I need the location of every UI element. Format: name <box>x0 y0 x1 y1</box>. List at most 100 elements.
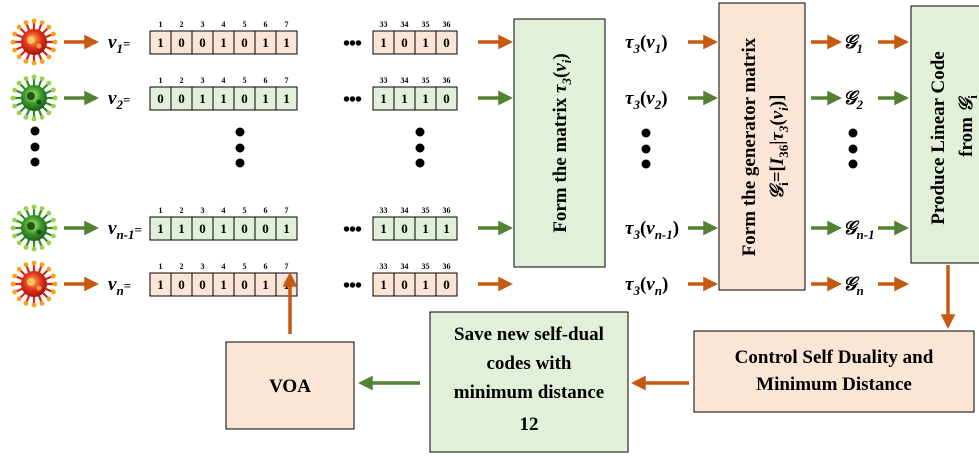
save-line-3: minimum distance <box>454 382 604 403</box>
voa-box: VOA <box>225 341 355 430</box>
bit-value: 1 <box>157 35 164 50</box>
bit-index: 7 <box>285 262 289 271</box>
tau-label: τ3(v2) <box>625 88 668 112</box>
bit-index: 35 <box>422 20 430 29</box>
generator-label: 𝒢1 <box>843 32 863 56</box>
voa-label: VOA <box>269 376 311 397</box>
generator-label: 𝒢2 <box>843 88 864 112</box>
bit-value: 0 <box>178 91 185 106</box>
bit-value: 1 <box>157 221 164 236</box>
bit-value: 0 <box>199 277 206 292</box>
bit-value: 0 <box>241 277 248 292</box>
bit-index: 34 <box>401 206 409 215</box>
bit-index: 36 <box>443 262 451 271</box>
save-box: Save new self-dual codes with minimum di… <box>429 311 629 453</box>
bit-value: 0 <box>241 91 248 106</box>
generator-title: Form the generator matrix <box>739 37 760 256</box>
bit-index: 34 <box>401 76 409 85</box>
bit-value: 1 <box>380 35 387 50</box>
generator-matrix-box: Form the generator matrix 𝒢i=[I36|τ3(vi)… <box>718 2 806 291</box>
bit-index: 2 <box>180 76 184 85</box>
bit-value: 0 <box>199 35 206 50</box>
save-line-4: 12 <box>520 414 539 435</box>
linear-code-source: from 𝒢i <box>956 95 979 157</box>
bit-index: 34 <box>401 20 409 29</box>
bit-index: 6 <box>264 20 268 29</box>
bit-value: 1 <box>380 221 387 236</box>
bit-value: 0 <box>199 221 206 236</box>
vertical-ellipses <box>30 126 858 169</box>
bit-value: 1 <box>380 91 387 106</box>
bit-cell <box>435 30 458 55</box>
generator-formula: 𝒢i=[I36|τ3(vi)] <box>767 95 791 200</box>
bit-index: 35 <box>422 262 430 271</box>
bit-index: 33 <box>380 262 388 271</box>
ellipsis-left-bits <box>235 127 245 168</box>
red-virus-icon <box>10 260 58 308</box>
bit-value: 1 <box>220 221 227 236</box>
bit-value: 1 <box>199 91 206 106</box>
bit-value: 1 <box>157 277 164 292</box>
bit-value: 1 <box>283 221 290 236</box>
ellipsis-right-bits <box>415 127 425 168</box>
virus-icons <box>10 18 58 308</box>
row-label: v2= <box>108 88 130 112</box>
form-matrix-label: Form the matrix τ3(vi) <box>550 53 574 232</box>
bit-value: 1 <box>422 91 429 106</box>
bit-index: 1 <box>159 262 163 271</box>
control-line-1: Control Self Duality and <box>735 347 934 368</box>
bit-value: 1 <box>443 221 450 236</box>
bit-value: 1 <box>422 221 429 236</box>
tau-label: τ3(vn) <box>625 274 668 298</box>
bit-index: 5 <box>243 206 247 215</box>
ellipsis-tau <box>641 128 651 169</box>
green-virus-icon <box>10 204 58 252</box>
save-line-1: Save new self-dual <box>454 324 604 345</box>
bit-value: 0 <box>157 91 164 106</box>
row-label: v1= <box>108 32 130 56</box>
bit-cell <box>435 216 458 241</box>
tau-label: τ3(vn-1) <box>625 218 679 242</box>
bit-cell <box>435 272 458 297</box>
bit-value: 0 <box>401 221 408 236</box>
bit-value: 0 <box>401 35 408 50</box>
ellipsis-generator <box>848 128 858 169</box>
bit-index: 1 <box>159 76 163 85</box>
bit-index: 36 <box>443 206 451 215</box>
bit-cell <box>275 86 298 111</box>
bit-index: 35 <box>422 206 430 215</box>
bit-index: 1 <box>159 20 163 29</box>
bit-index: 7 <box>285 76 289 85</box>
bit-value: 1 <box>262 35 269 50</box>
tau-label: τ3(v1) <box>625 32 668 56</box>
bit-value: 1 <box>283 35 290 50</box>
bit-ellipsis: ••• <box>343 219 362 241</box>
generator-label: 𝒢n-1 <box>843 218 875 242</box>
green-virus-icon <box>10 74 58 122</box>
bit-index: 3 <box>201 262 205 271</box>
bit-value: 1 <box>422 35 429 50</box>
bit-index: 3 <box>201 76 205 85</box>
bit-value: 1 <box>220 35 227 50</box>
red-virus-icon <box>10 18 58 66</box>
bit-cell <box>275 30 298 55</box>
bit-index: 7 <box>285 20 289 29</box>
bit-index: 36 <box>443 76 451 85</box>
linear-code-box: Produce Linear Code from 𝒢i <box>910 5 979 264</box>
bit-value: 1 <box>178 221 185 236</box>
save-line-2: codes with <box>487 353 572 374</box>
bit-index: 5 <box>243 262 247 271</box>
bit-ellipsis: ••• <box>343 275 362 297</box>
bit-value: 0 <box>443 35 450 50</box>
form-matrix-box: Form the matrix τ3(vi) <box>513 18 606 268</box>
bit-value: 1 <box>220 277 227 292</box>
control-line-2: Minimum Distance <box>756 374 912 395</box>
bit-index: 4 <box>222 206 226 215</box>
row-label: vn= <box>108 274 131 298</box>
bit-index: 33 <box>380 20 388 29</box>
bit-value: 1 <box>262 91 269 106</box>
bit-value: 1 <box>380 277 387 292</box>
